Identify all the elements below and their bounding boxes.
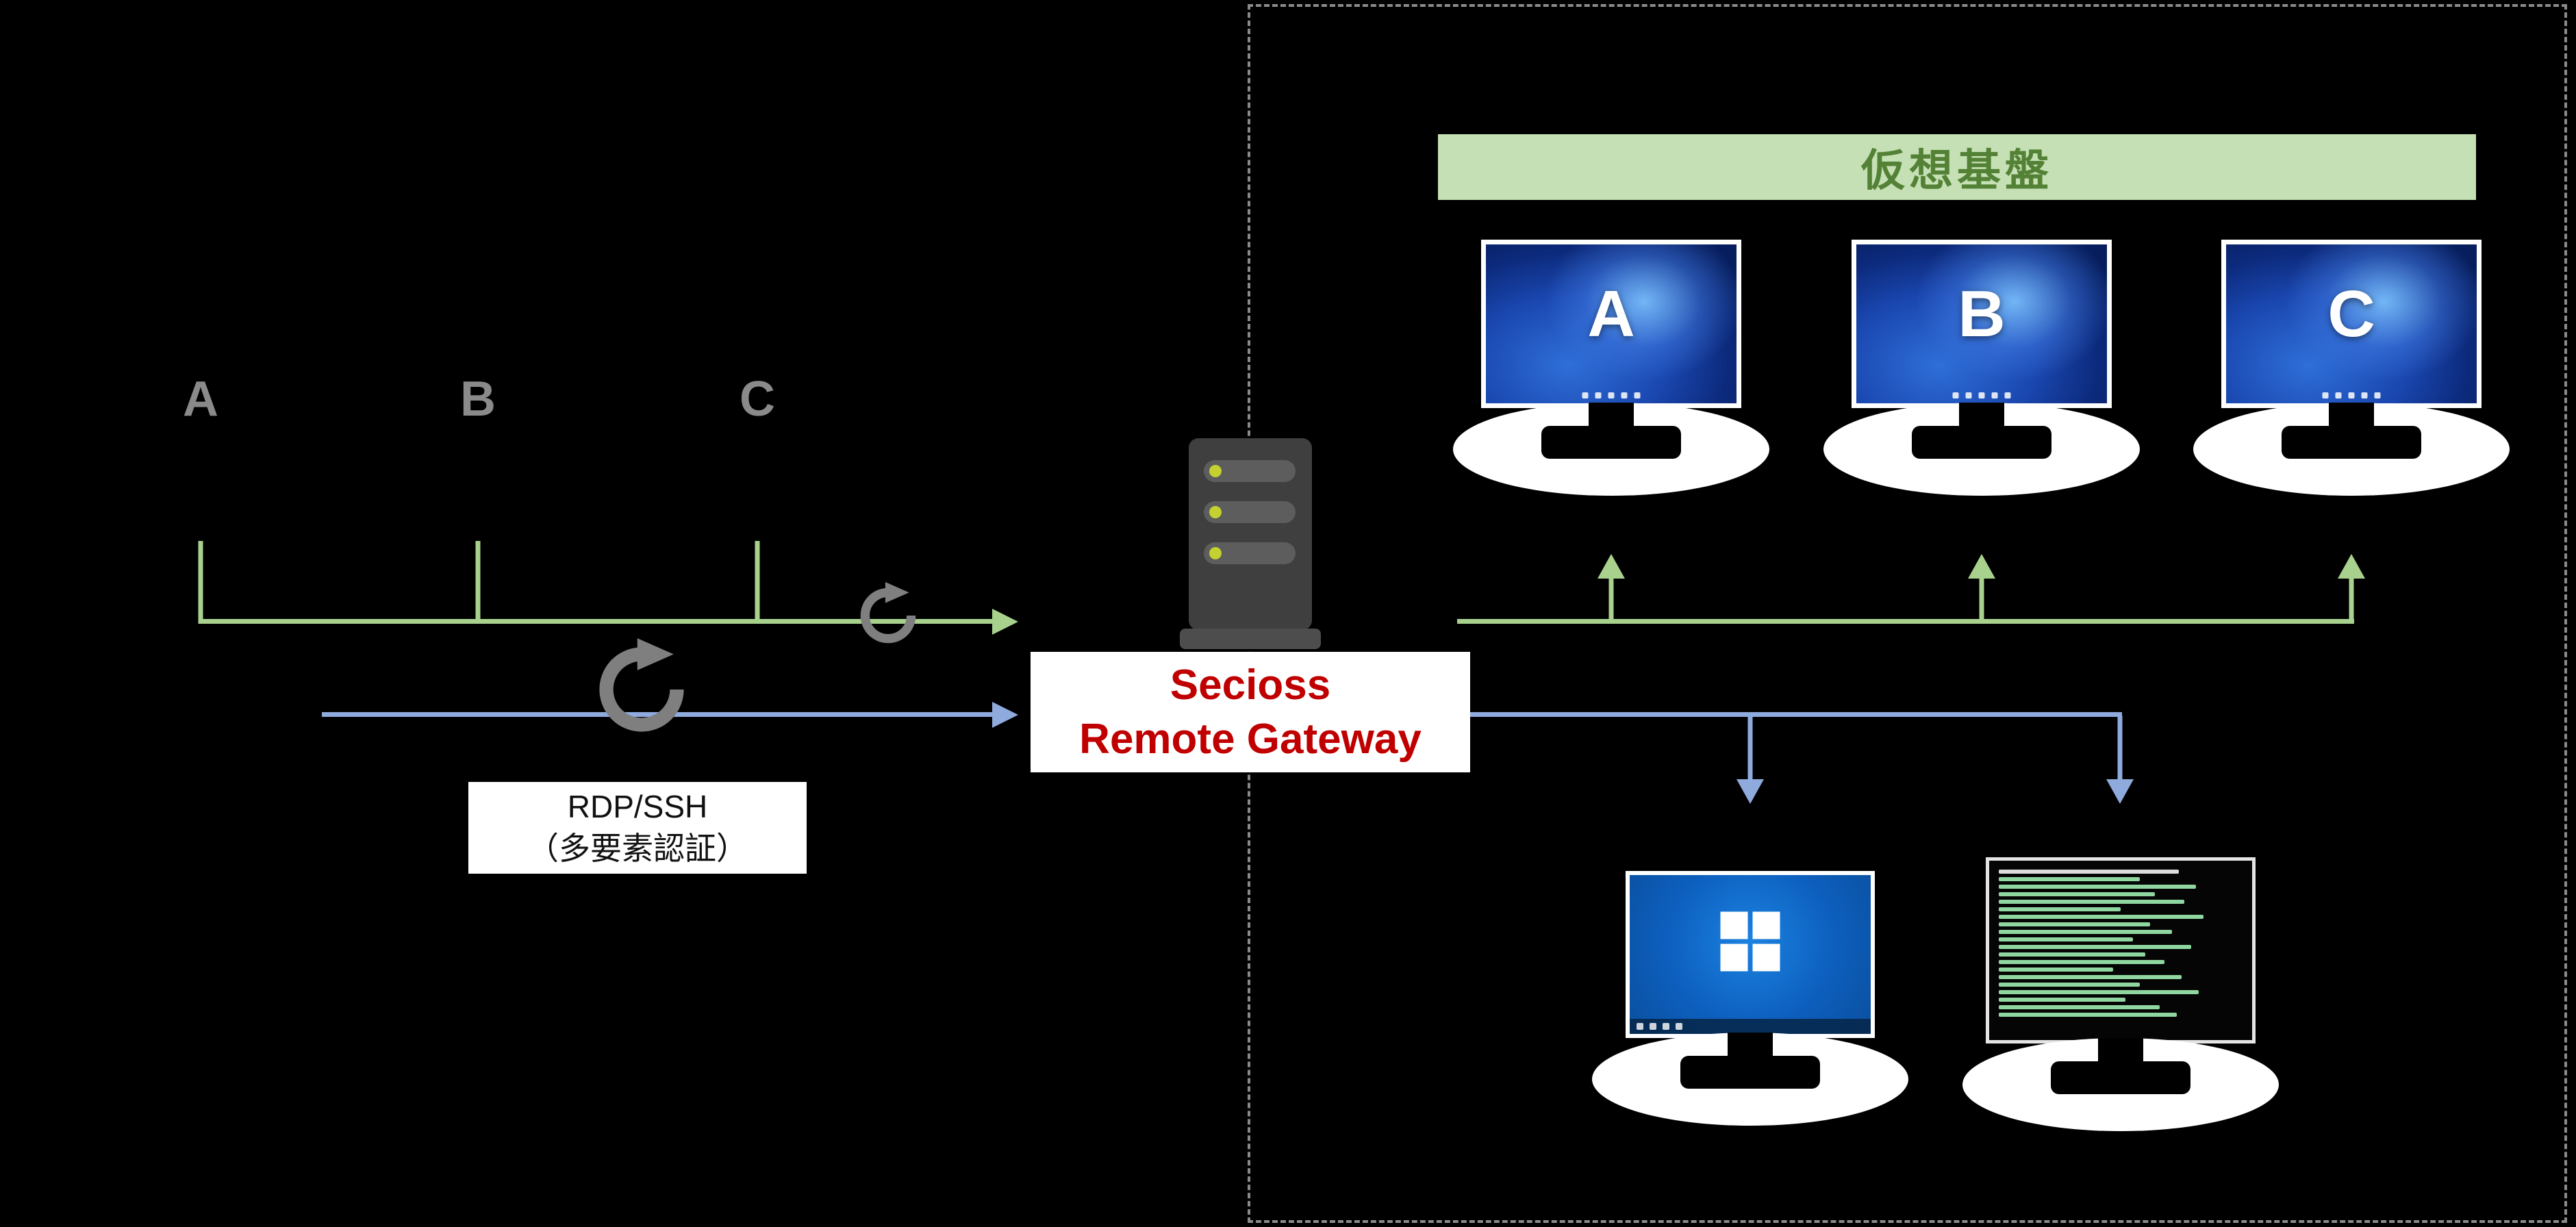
vm-arrowhead (1968, 554, 1995, 579)
terminal-arrow-line (2117, 716, 2123, 781)
client-label: B (460, 372, 496, 427)
rdp-ssh-label-box: RDP/SSH （多要素認証） (468, 782, 807, 874)
sync-icon (599, 638, 684, 732)
client-label: C (740, 372, 775, 427)
blue-flow-arrowhead (992, 702, 1018, 728)
monitor-stand (1453, 403, 1769, 496)
server-slot (1204, 501, 1296, 523)
monitor-stand (1962, 1038, 2279, 1131)
vm-label: B (1958, 277, 2006, 351)
vm-monitor: B (1817, 240, 2146, 496)
terminal-arrowhead (2106, 779, 2134, 804)
windows-desktop-pc (1586, 871, 1915, 1126)
windows-desktop-screen (1626, 871, 1875, 1038)
gateway-label-box: Secioss Remote Gateway (1031, 652, 1470, 772)
blue-distribution-line (1470, 712, 2122, 717)
vm-monitor: C (2187, 240, 2516, 496)
server-icon (1180, 438, 1321, 650)
sync-icon (860, 582, 916, 644)
terminal-screen (1986, 857, 2256, 1043)
vm-arrow-line (1608, 579, 1614, 621)
green-flow-line (199, 619, 994, 624)
vm-label: C (2327, 277, 2375, 351)
gateway-name-line2: Remote Gateway (1079, 716, 1422, 763)
client-label: A (183, 372, 218, 427)
desktop-arrow-line (1747, 716, 1753, 781)
vm-screen: A (1481, 240, 1741, 408)
server-slot (1204, 460, 1296, 482)
monitor-stand (1823, 403, 2140, 496)
monitor-stand (1592, 1033, 1908, 1126)
taskbar-icons (1582, 392, 1641, 399)
client-connector-tick (198, 541, 203, 624)
client-connector-tick (755, 541, 760, 624)
virtual-platform-header: 仮想基盤 (1438, 134, 2476, 200)
vm-label: A (1587, 277, 1635, 351)
taskbar-icons (1952, 392, 2011, 399)
server-base (1180, 629, 1321, 649)
vm-monitor: A (1447, 240, 1776, 496)
windows-logo-icon (1720, 911, 1780, 972)
rdp-ssh-label: RDP/SSH (567, 789, 708, 825)
terminal-pc (1956, 857, 2285, 1131)
vm-screen: B (1852, 240, 2112, 408)
gateway-name-line1: Secioss (1170, 661, 1331, 709)
green-distribution-line (1457, 619, 2354, 624)
terminal-text-lines (1999, 870, 2243, 1017)
taskbar-icons (2322, 392, 2381, 399)
taskbar (1630, 1019, 1871, 1034)
vm-arrow-line (1979, 579, 1984, 621)
server-slot (1204, 542, 1296, 564)
mfa-label: （多要素認証） (527, 831, 748, 866)
vm-arrow-line (2349, 579, 2354, 621)
client-connector-tick (475, 541, 481, 624)
green-flow-arrowhead (992, 609, 1018, 635)
desktop-arrowhead (1737, 779, 1764, 804)
vm-arrowhead (2338, 554, 2365, 579)
vm-arrowhead (1598, 554, 1625, 579)
vm-screen: C (2221, 240, 2482, 408)
monitor-stand (2193, 403, 2510, 496)
